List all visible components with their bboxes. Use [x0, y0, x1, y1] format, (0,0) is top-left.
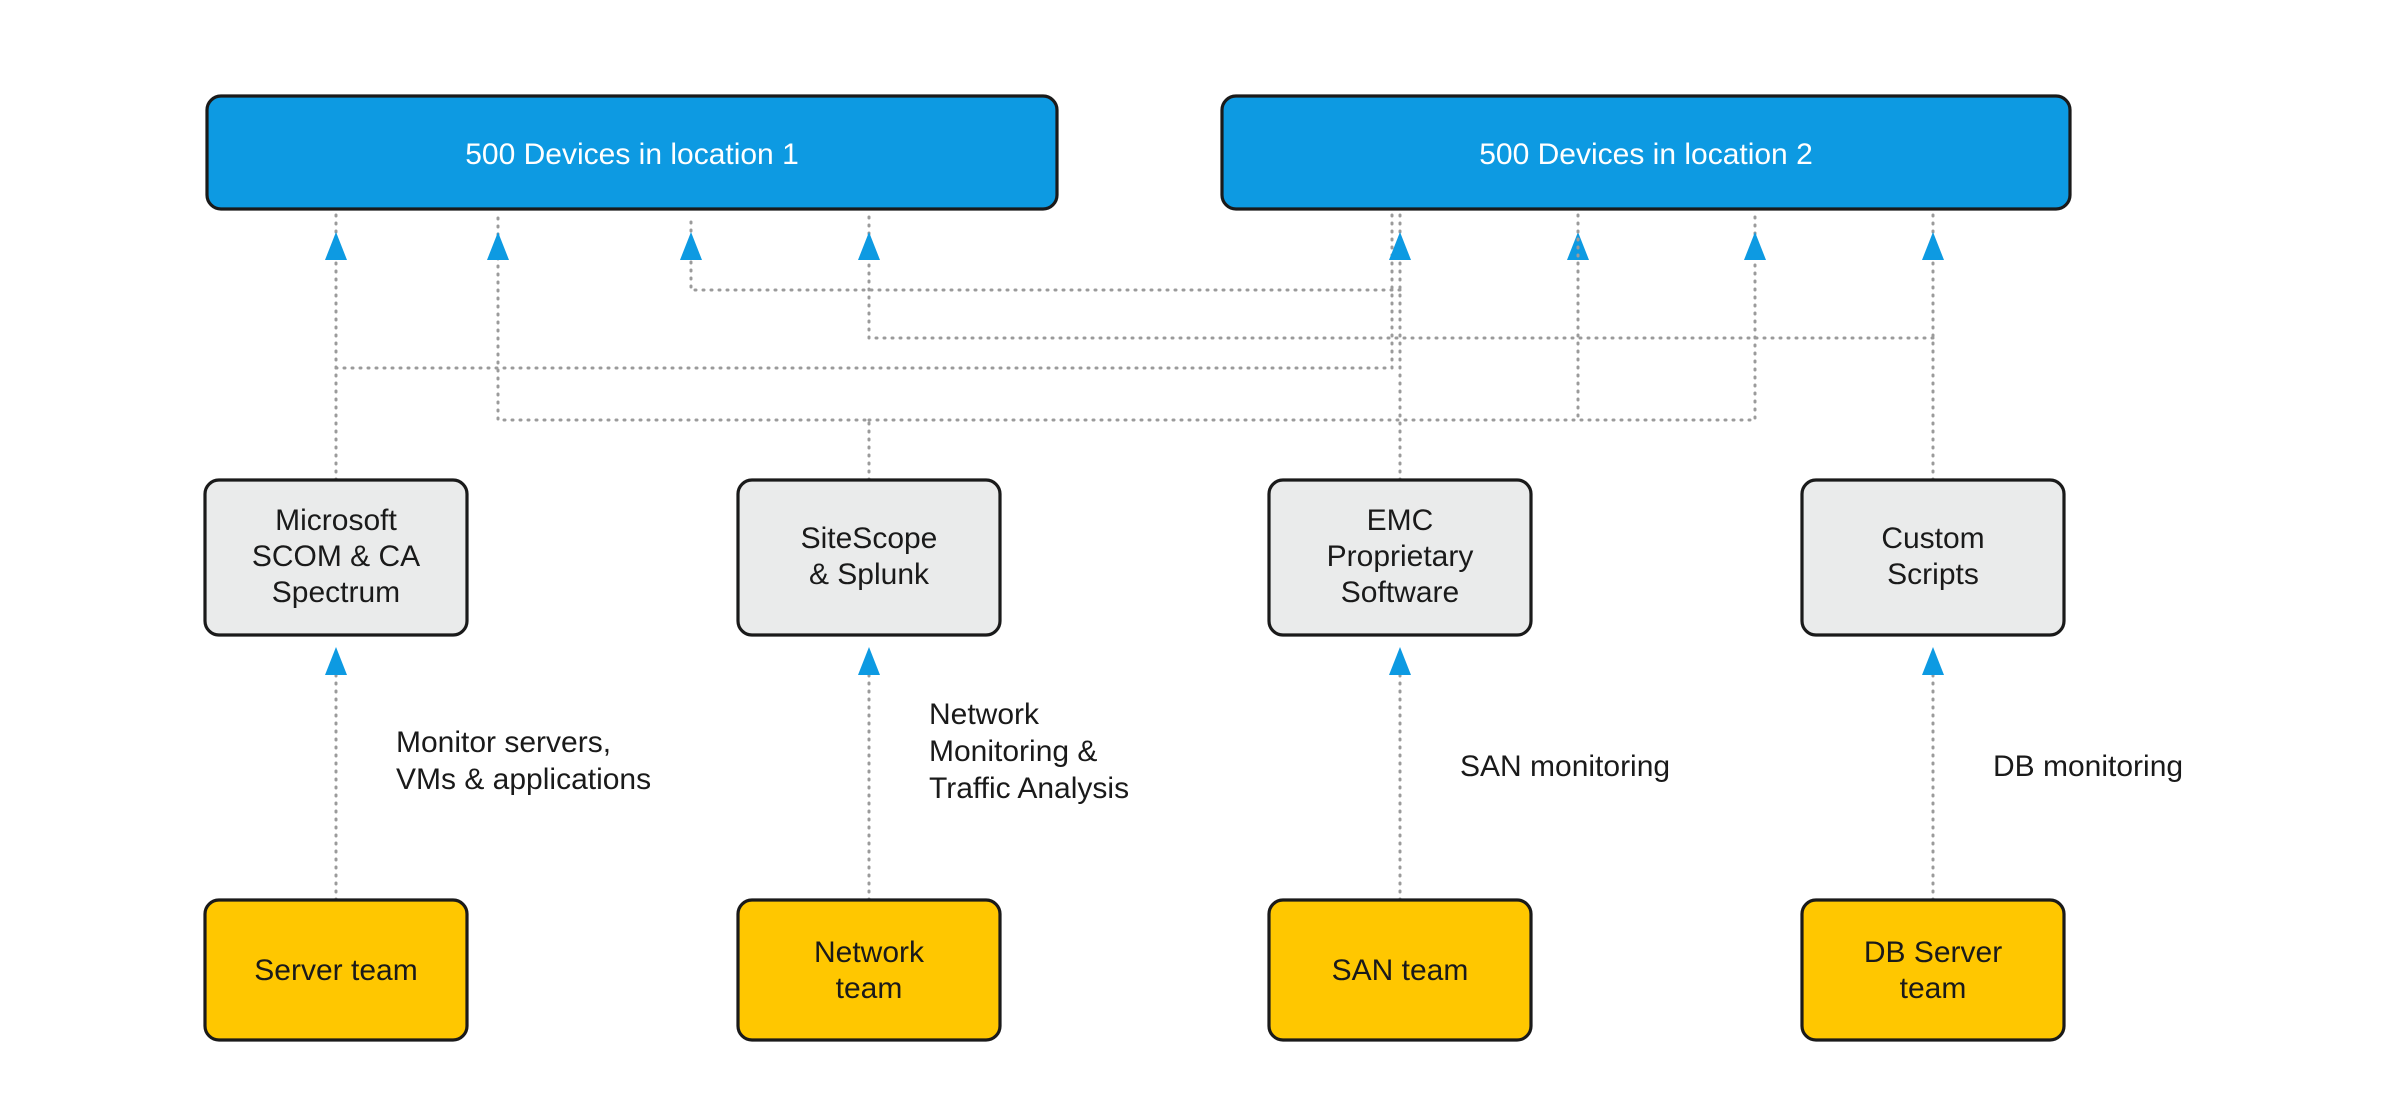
tool-box-tool1[interactable]: Microsoft SCOM & CA Spectrum [203, 478, 469, 637]
team-box-rect[interactable] [1267, 898, 1533, 1042]
team-box-label-line1: Server team [254, 954, 417, 987]
arrow-up-icon [858, 232, 880, 260]
location-box-loc2[interactable]: 500 Devices in location 2 [1220, 94, 2072, 211]
edge-label-line1: DB monitoring [1993, 750, 2183, 783]
connector-tool2-to-loc2 [867, 213, 1757, 422]
location-box-label: 500 Devices in location 1 [465, 138, 799, 171]
team-box-team4[interactable]: DB Server team [1800, 898, 2066, 1042]
team-box-label-line1: Network [814, 936, 925, 969]
tool-box-label-line2: SCOM & CA [252, 540, 420, 573]
tool-box-rect[interactable] [736, 478, 1002, 637]
edge-label-line3: Traffic Analysis [929, 772, 1129, 805]
team-box-team3[interactable]: SAN team [1267, 898, 1533, 1042]
location-box-rect[interactable] [205, 94, 1059, 211]
tool-box-label-line1: Custom [1881, 522, 1984, 555]
location-box-label: 500 Devices in location 2 [1479, 138, 1813, 171]
connector-tool1-to-loc2 [334, 213, 1394, 370]
tool-box-label-line1: EMC [1367, 504, 1434, 537]
edge-label-line2: VMs & applications [396, 763, 651, 796]
tool-box-rect[interactable] [203, 478, 469, 637]
tool-box-label-line3: Spectrum [272, 576, 400, 609]
edge-label-line1: SAN monitoring [1460, 750, 1670, 783]
team-box-rect[interactable] [736, 898, 1002, 1042]
tool-box-tool3[interactable]: EMC Proprietary Software [1267, 478, 1533, 637]
arrow-up-icon [325, 232, 347, 260]
edge-label-edge3: SAN monitoring [1460, 750, 1670, 783]
arrow-up-icon [487, 232, 509, 260]
arrow-up-icon [1744, 232, 1766, 260]
arrowheads-into-tools [325, 647, 1944, 675]
arrowheads-into-locations [325, 232, 1944, 260]
tool-box-tool2[interactable]: SiteScope & Splunk [736, 478, 1002, 637]
tool-box-label-line1: SiteScope [801, 522, 938, 555]
tool-box-rect[interactable] [1800, 478, 2066, 637]
tool-box-label-line2: & Splunk [809, 558, 930, 591]
edge-label-edge4: DB monitoring [1993, 750, 2183, 783]
team-box-rect[interactable] [1800, 898, 2066, 1042]
team-box-rect[interactable] [203, 898, 469, 1042]
location-box-rect[interactable] [1220, 94, 2072, 211]
arrow-up-icon [325, 647, 347, 675]
arrow-up-icon [1922, 647, 1944, 675]
arrow-up-icon [1389, 647, 1411, 675]
edge-label-edge1: Monitor servers, VMs & applications [396, 726, 651, 796]
tool-box-label-line1: Microsoft [275, 504, 397, 537]
tool-box-tool4[interactable]: Custom Scripts [1800, 478, 2066, 637]
team-box-label-line2: team [836, 972, 903, 1005]
tool-box-label-line2: Proprietary [1327, 540, 1474, 573]
edge-label-line1: Network [929, 698, 1040, 731]
team-box-label-line1: DB Server [1864, 936, 2002, 969]
edge-label-edge2: Network Monitoring & Traffic Analysis [929, 698, 1129, 805]
team-box-team1[interactable]: Server team [203, 898, 469, 1042]
tool-box-rect[interactable] [1267, 478, 1533, 637]
team-box-label-line1: SAN team [1332, 954, 1469, 987]
connector-group-teams-to-tools [334, 653, 1935, 902]
connector-tool3-to-loc1 [689, 213, 1402, 292]
tool-box-label-line2: Scripts [1887, 558, 1979, 591]
edge-label-line2: Monitoring & [929, 735, 1097, 768]
arrow-up-icon [680, 232, 702, 260]
tool-box-label-line3: Software [1341, 576, 1459, 609]
arrow-up-icon [1922, 232, 1944, 260]
team-box-label-line2: team [1900, 972, 1967, 1005]
team-box-team2[interactable]: Network team [736, 898, 1002, 1042]
connector-group-locations-to-tools [334, 213, 1935, 482]
arrow-up-icon [858, 647, 880, 675]
location-box-loc1[interactable]: 500 Devices in location 1 [205, 94, 1059, 211]
edge-label-line1: Monitor servers, [396, 726, 611, 759]
